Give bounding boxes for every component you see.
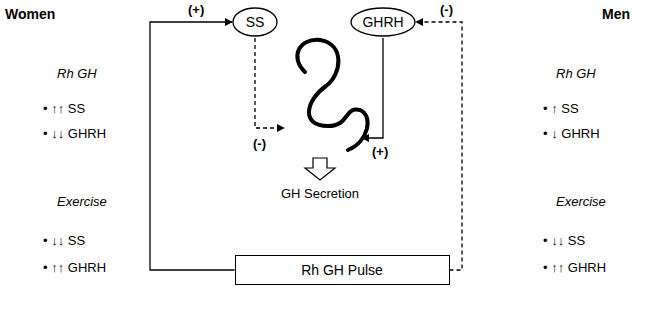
annotation-text: • ↑↑ GHRH	[43, 260, 106, 275]
annotation-text: • ↓↓ SS	[43, 233, 85, 248]
node-text: SS	[246, 14, 265, 30]
inhibit-line	[255, 38, 284, 128]
annotation-text: (+)	[372, 144, 388, 159]
edge-label: (+)	[188, 2, 204, 17]
annotation-text: • ↓↓ SS	[543, 233, 585, 248]
annotation-text: (-)	[253, 136, 266, 151]
annotation-text: Rh GH	[57, 66, 97, 81]
annotation-text: • ↓↓ GHRH	[43, 126, 106, 141]
annotation-text: Rh GH	[556, 66, 596, 81]
annotation-text: • ↑ SS	[543, 101, 579, 116]
secretion-arrow	[305, 158, 335, 180]
feedback-arrow	[150, 22, 235, 270]
annotation-text: Exercise	[57, 194, 107, 209]
pituitary-illustration	[297, 40, 367, 150]
annotation-text: • ↑↑ SS	[43, 101, 85, 116]
feedback-dashed-arrow	[416, 22, 462, 270]
annotation-text: Exercise	[556, 194, 606, 209]
annotation-text: • ↑↑ GHRH	[543, 260, 606, 275]
stimulate-line	[362, 38, 383, 138]
annotation-text: Women	[5, 6, 55, 22]
hormone-ellipse: SS	[232, 7, 278, 37]
edge-label: (-)	[440, 2, 453, 17]
node-text: GHRH	[362, 14, 403, 30]
hormone-ellipse: GHRH	[350, 7, 416, 37]
node-text: Rh GH Pulse	[301, 262, 383, 278]
annotation-text: GH Secretion	[281, 186, 359, 201]
process-box: Rh GH Pulse	[235, 255, 450, 285]
annotation-text: Men	[602, 6, 630, 22]
annotation-text: • ↓ GHRH	[543, 126, 600, 141]
